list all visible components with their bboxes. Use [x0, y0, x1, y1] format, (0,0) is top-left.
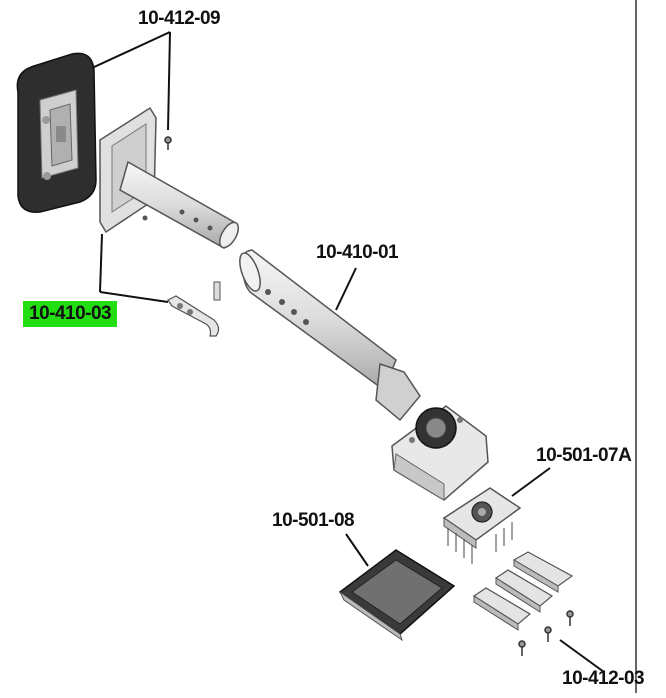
- callout-10-501-08[interactable]: 10-501-08: [272, 510, 355, 531]
- callout-10-410-01[interactable]: 10-410-01: [316, 242, 399, 263]
- terminal-blocks-part[interactable]: [472, 551, 574, 631]
- base-housing-part[interactable]: [391, 405, 489, 501]
- dark-housing-part[interactable]: [16, 52, 97, 213]
- screws-part[interactable]: [164, 136, 574, 656]
- circuit-board-part[interactable]: [442, 487, 522, 564]
- long-tube-part[interactable]: [236, 249, 421, 422]
- clamp-strap-part[interactable]: [167, 281, 221, 337]
- screen-pad-part[interactable]: [338, 549, 456, 642]
- callout-10-412-03[interactable]: 10-412-03: [562, 668, 645, 689]
- callout-10-501-07a[interactable]: 10-501-07A: [536, 445, 632, 466]
- callout-10-412-09[interactable]: 10-412-09: [138, 8, 221, 29]
- mount-plate-part[interactable]: [99, 106, 242, 251]
- leader-lines: [91, 31, 605, 673]
- callout-10-410-03[interactable]: 10-410-03: [23, 301, 118, 327]
